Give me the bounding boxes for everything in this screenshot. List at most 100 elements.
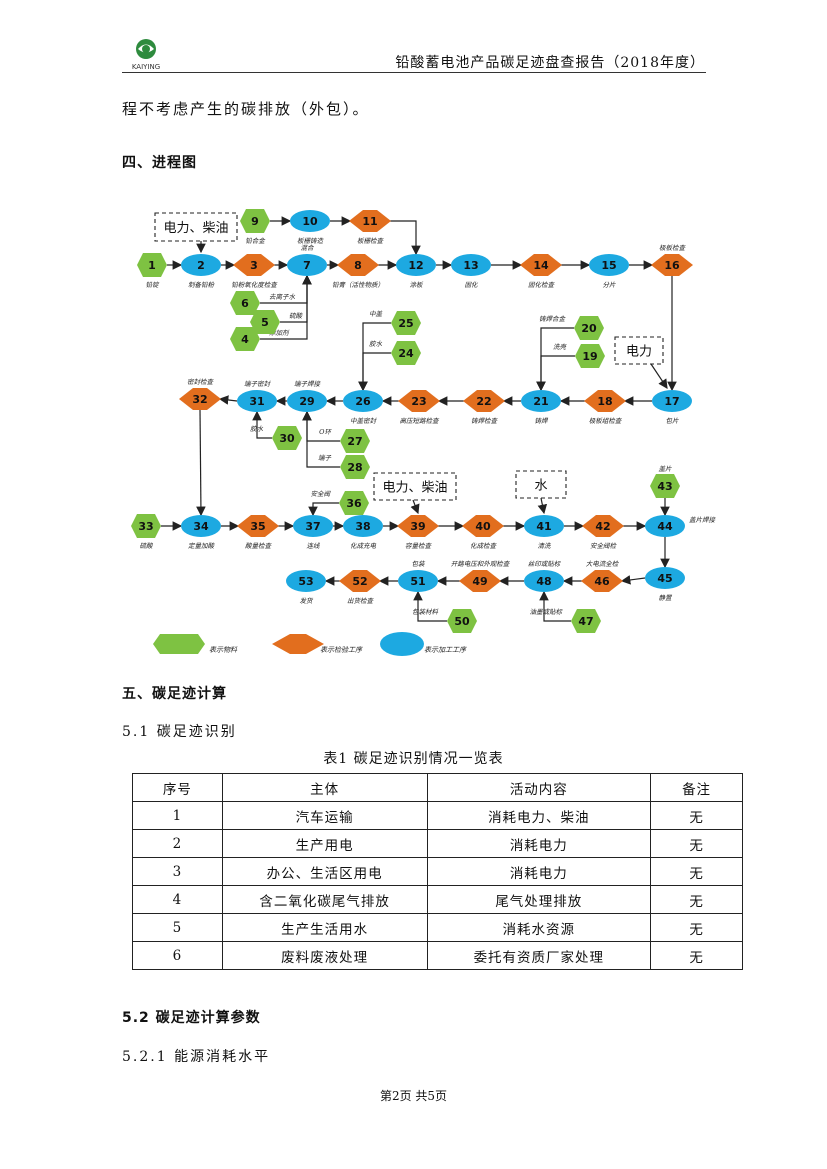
cell-remark: 无 [650,941,743,970]
col-header-index: 序号 [132,773,223,802]
flow-node-label: 静置 [659,594,674,602]
flow-edge [620,575,646,585]
cell-remark: 无 [650,885,743,914]
cell-activity: 消耗电力、柴油 [426,801,652,830]
cell-activity: 消耗电力 [426,829,652,858]
flow-node-label: 中盖密封 [350,417,378,425]
flow-node-number: 20 [581,322,597,335]
table-row: 2 生产用电 消耗电力 无 [132,829,743,858]
flow-node-number: 52 [352,575,367,588]
col-header-activity: 活动内容 [426,773,652,802]
flow-node-number: 5 [261,316,269,329]
flow-node-label: O环 [319,428,332,436]
flow-node-number: 24 [398,347,414,360]
flow-node-number: 8 [354,259,362,272]
flow-node-label: 铸焊 [535,417,550,425]
table-caption: 表1 碳足迹识别情况一览表 [323,751,504,767]
cell-subject: 生产用电 [221,829,428,858]
flow-node-label: 油墨或贴标 [530,608,564,616]
flow-node-label: 添加剂 [269,329,290,337]
flow-node-25: 25 中盖 [369,310,421,335]
flow-node-label: 密封检查 [187,378,215,386]
flow-node-number: 19 [582,350,597,363]
legend-label: 表示检验工序 [320,646,363,654]
flow-node-label: 去离子水 [269,293,296,301]
cell-remark: 无 [650,857,743,886]
cell-index: 6 [132,941,223,970]
footprint-table: 序号 主体 活动内容 备注 1 汽车运输 消耗电力、柴油 无 2 生产用电 消耗… [132,773,743,970]
flow-node-label: 涂板 [410,281,425,289]
flow-node-number: 3 [250,259,258,272]
flow-node-label: 板栅检查 [357,237,385,245]
flow-node-label: 铸焊检查 [471,417,499,425]
flow-node-label: 固化检查 [528,281,556,289]
flow-node-label: 化成充电 [350,542,377,550]
table-header-row: 序号 主体 活动内容 备注 [132,773,743,802]
flow-node-label: 中盖 [369,310,383,318]
flow-node-28: 28 端子 [318,454,370,479]
legend-item-inspection: 表示检验工序 [272,634,363,654]
flow-node-label: 分片 [603,281,617,289]
flow-node-number: 28 [347,461,362,474]
flow-node-number: 50 [454,615,470,628]
flow-node-number: 25 [398,317,413,330]
flow-node-number: 26 [355,395,371,408]
flow-edge [536,327,574,392]
flow-node-number: 46 [594,575,610,588]
flow-edge [536,355,575,392]
flow-node-7: 7混合 [287,244,327,276]
flow-node-label: 安全阀 [311,490,332,498]
flow-node-number: 41 [536,520,551,533]
table-row: 6 废料废液处理 委托有资质厂家处理 无 [132,941,743,970]
flow-node-number: 15 [601,259,616,272]
flow-node-label: 高压短路检查 [400,417,441,425]
flow-node-15: 15 分片 [589,254,629,289]
flow-node-1: 1铅锭 [137,253,167,289]
company-logo: KAIYING [132,39,160,71]
flow-node-number: 2 [197,259,205,272]
flow-node-label: 胶水 [369,340,383,348]
energy-note-text: 电力、柴油 [382,481,447,496]
flow-node-label: 开路电压和外观检查 [451,560,511,568]
energy-note: 电力、柴油 [373,472,457,515]
flow-node-number: 21 [533,395,548,408]
cell-remark: 无 [650,801,743,830]
legend-item-process: 表示加工工序 [380,632,467,656]
flow-node-label: 洗壳 [553,343,568,351]
cell-activity: 尾气处理排放 [426,885,652,914]
cell-index: 4 [132,885,223,914]
energy-note: 水 [515,470,567,515]
flow-node-label: 包片 [666,417,680,425]
subsection-5-1: 5.1 碳足迹识别 [122,724,237,740]
flow-node-label: 端子 [318,454,332,462]
header-title: 铅酸蓄电池产品碳足迹盘查报告（2018年度） [395,55,705,71]
col-header-remark: 备注 [650,773,743,802]
cell-subject: 办公、生活区用电 [221,857,428,886]
section5-title: 五、碳足迹计算 [122,686,227,702]
flow-node-number: 23 [411,395,426,408]
table-row: 1 汽车运输 消耗电力、柴油 无 [132,801,743,830]
flow-node-21: 21 铸焊 [521,390,561,425]
flow-node-number: 1 [148,259,156,272]
legend-label: 表示加工工序 [424,646,467,654]
flow-node-number: 9 [251,215,259,228]
